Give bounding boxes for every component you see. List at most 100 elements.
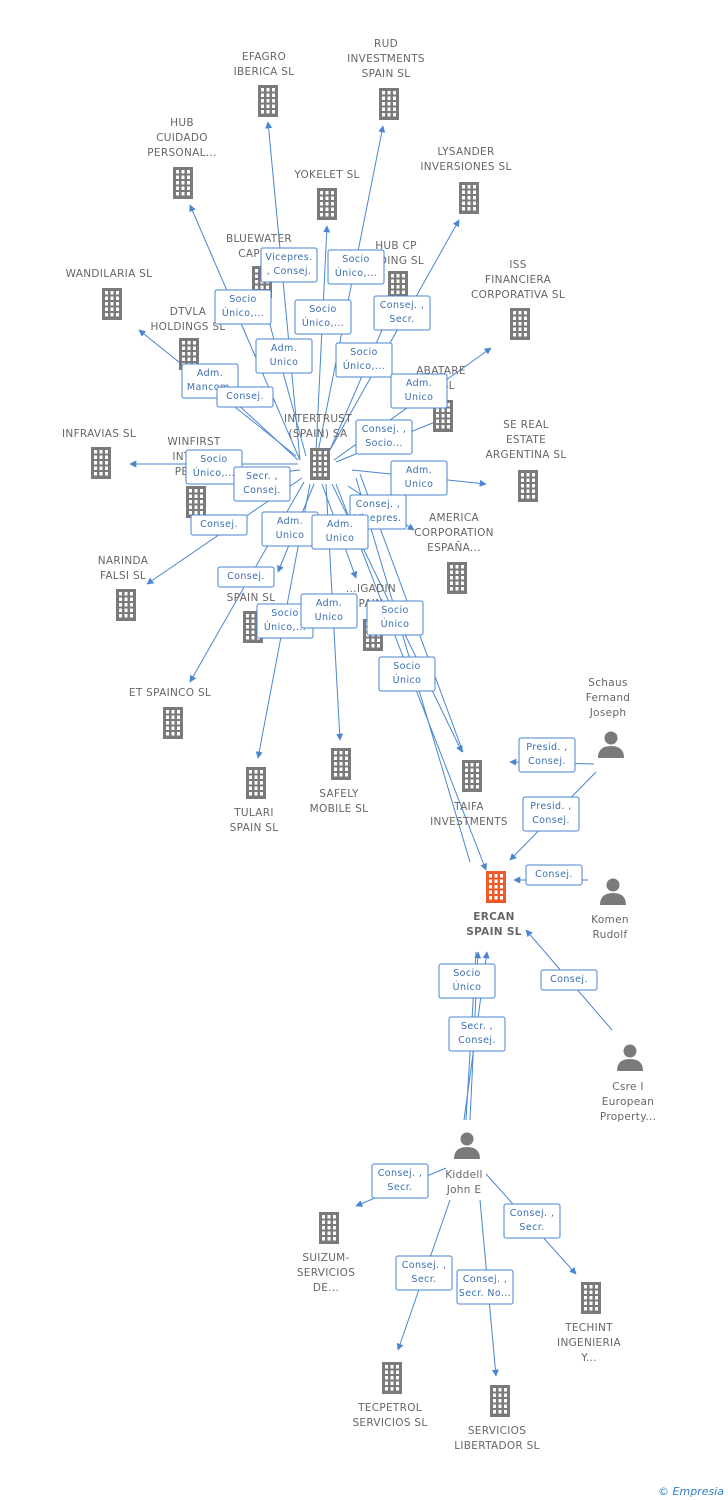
- role-label-dtvla[interactable]: Consej.: [216, 386, 274, 408]
- building-window: [526, 489, 530, 493]
- role-label-etspainco[interactable]: Consej.: [217, 566, 275, 588]
- node-label: EFAGRO: [242, 51, 286, 63]
- role-label-ercan[interactable]: Consej. ,Secr.: [371, 1163, 429, 1199]
- role-text: Consej.: [528, 756, 566, 767]
- role-label-hubcp[interactable]: SocioÚnico,...: [335, 342, 393, 378]
- node-label: SUIZUM-: [302, 1252, 349, 1264]
- role-label-rud[interactable]: SocioÚnico,...: [327, 249, 385, 285]
- role-text: Consej.: [535, 869, 573, 880]
- role-label-ercan[interactable]: Presid. ,Consej.: [522, 796, 580, 832]
- edge-intertrust-efagro: [265, 121, 301, 461]
- role-label-iss[interactable]: Adm.Unico: [390, 373, 448, 409]
- building-window: [119, 597, 122, 601]
- role-label-igadin[interactable]: Adm.Unico: [311, 514, 369, 550]
- building-window: [494, 874, 498, 878]
- node-label: Property...: [600, 1111, 656, 1123]
- node-intertrust[interactable]: INTERTRUST(SPAIN) SA: [284, 413, 352, 480]
- role-label-abatare[interactable]: Consej. ,Socio...: [355, 419, 413, 455]
- role-text: Consej.: [227, 571, 265, 582]
- building-window: [494, 885, 498, 889]
- role-text: Unico: [405, 392, 434, 403]
- building-icon: [186, 486, 206, 518]
- building-window: [402, 285, 405, 289]
- role-label-winfirst[interactable]: Secr. ,Consej.: [233, 466, 291, 502]
- role-box: [378, 656, 436, 692]
- node-yokelet[interactable]: YOKELET SL: [293, 169, 359, 220]
- node-hub_cuidado[interactable]: HUBCUIDADOPERSONAL...: [147, 117, 216, 199]
- role-label-hub_cuidado[interactable]: SocioÚnico,...: [214, 289, 272, 325]
- role-label-spainsl[interactable]: Adm.Unico: [261, 511, 319, 547]
- role-text: Socio...: [365, 438, 403, 449]
- node-csre[interactable]: Csre IEuropeanProperty...: [600, 1044, 656, 1124]
- role-label-tecpetrol[interactable]: Consej. ,Secr. No...: [456, 1269, 514, 1305]
- node-america[interactable]: AMERICACORPORATIONESPAÑA...: [414, 512, 494, 594]
- building-window: [119, 608, 122, 612]
- building-window: [396, 274, 400, 278]
- building-window: [518, 333, 522, 337]
- role-label-yokelet[interactable]: SocioÚnico,...: [294, 299, 352, 335]
- building-window: [595, 1290, 598, 1294]
- role-text: Adm.: [327, 519, 353, 530]
- role-label-taifa[interactable]: Consej.: [525, 864, 583, 886]
- role-label-ercan[interactable]: Secr. ,Consej.: [448, 1016, 506, 1052]
- node-etspainco[interactable]: ET SPAINCO SL: [129, 687, 211, 739]
- edge-intertrust-hub_cuidado: [189, 204, 301, 461]
- building-window: [182, 346, 185, 350]
- empresia-credit[interactable]: © Empresia: [658, 1485, 724, 1498]
- role-box: [525, 864, 583, 886]
- role-label-bluewater[interactable]: Adm.Unico: [255, 338, 313, 374]
- role-label-narinda[interactable]: Consej.: [190, 514, 248, 536]
- role-label-efagro[interactable]: Vicepres., Consej.: [260, 247, 318, 283]
- building-window: [249, 770, 252, 774]
- role-label-tulari[interactable]: SocioÚnico,...: [256, 603, 314, 639]
- building-window: [393, 102, 396, 106]
- building-window: [105, 307, 108, 311]
- role-label-taifa[interactable]: Presid. ,Consej.: [518, 737, 576, 773]
- building-icon: [486, 871, 506, 903]
- node-label: INVESTMENTS: [430, 816, 508, 828]
- role-label-techint[interactable]: Consej. ,Secr.: [395, 1255, 453, 1291]
- building-window: [110, 302, 114, 306]
- node-label: INTERTRUST: [284, 413, 352, 425]
- building-window: [331, 191, 334, 195]
- building-window: [465, 779, 468, 783]
- building-window: [200, 505, 203, 509]
- role-label-lysander[interactable]: Consej. ,Secr.: [373, 295, 431, 331]
- building-window: [504, 1388, 507, 1392]
- building-window: [187, 181, 190, 185]
- role-label-ercan[interactable]: Consej.: [540, 969, 598, 991]
- building-window: [455, 565, 459, 569]
- node-suizum[interactable]: SUIZUM-SERVICIOSDE...: [297, 1212, 355, 1294]
- role-label-suizum[interactable]: Consej. ,Secr.: [503, 1203, 561, 1239]
- node-infravias[interactable]: INFRAVIAS SL: [62, 428, 136, 479]
- node-wandilaria[interactable]: WANDILARIA SL: [66, 268, 153, 320]
- building-window: [396, 1376, 399, 1380]
- node-techint[interactable]: TECHINTINGENIERIAY...: [557, 1282, 621, 1364]
- building-window: [465, 785, 468, 789]
- building-icon: [462, 760, 482, 792]
- role-label-safely[interactable]: Adm.Unico: [300, 593, 358, 629]
- building-window: [390, 1387, 394, 1391]
- building-window: [130, 603, 133, 607]
- person-body: [600, 893, 626, 905]
- role-label-sereal[interactable]: Adm.Unico: [390, 460, 448, 496]
